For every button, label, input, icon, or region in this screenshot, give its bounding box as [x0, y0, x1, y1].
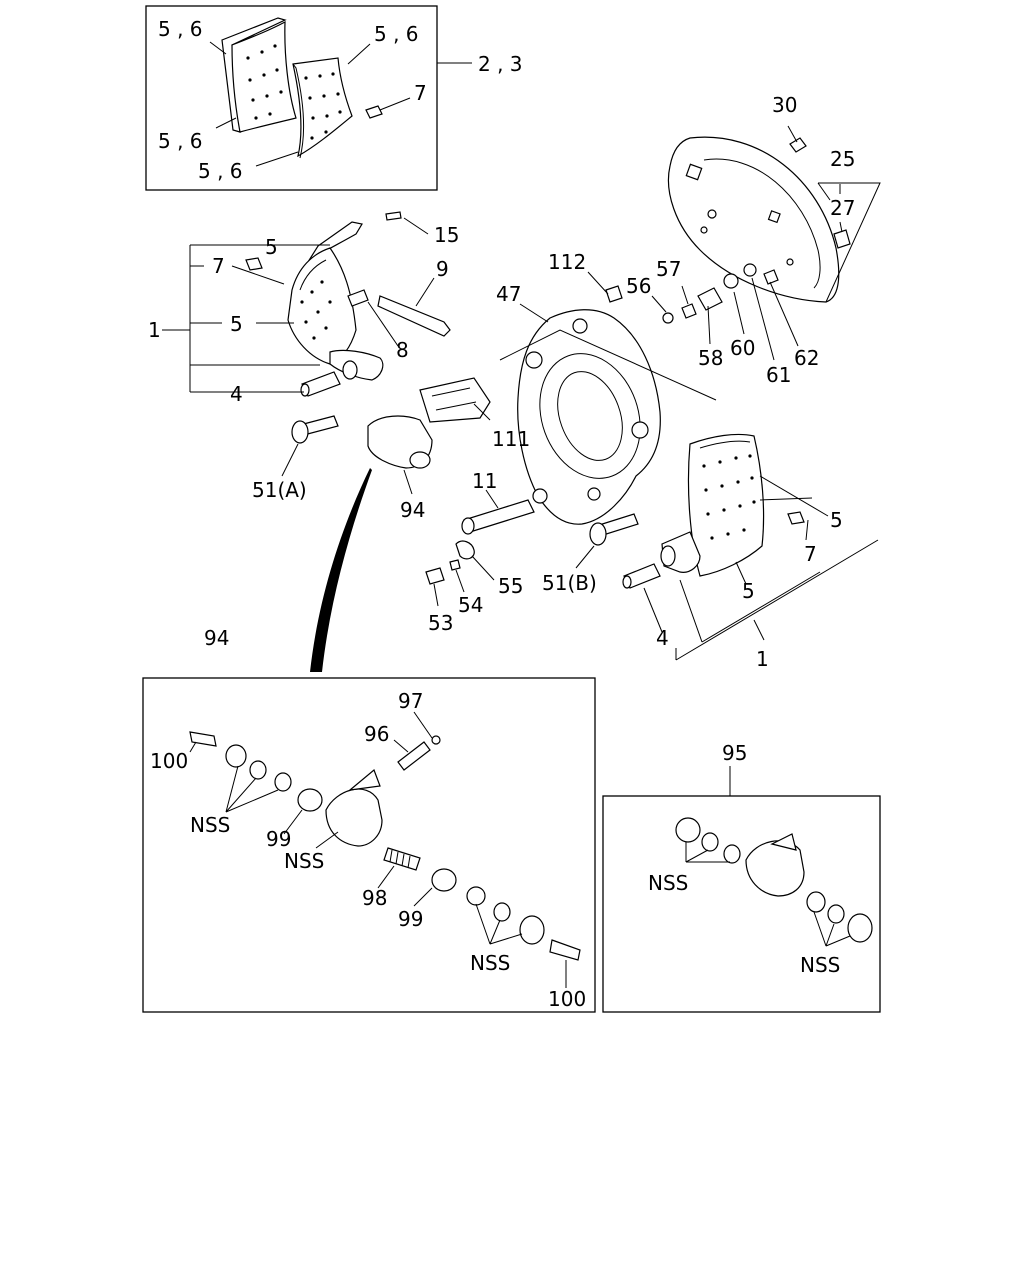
callout-61: 61 — [766, 363, 791, 387]
callout-94-inset: 94 — [204, 626, 229, 650]
callout-7-shoe: 7 — [212, 254, 225, 278]
callout-54: 54 — [458, 593, 483, 617]
lining-right — [292, 57, 353, 158]
pin-9 — [377, 295, 451, 337]
callout-5-shoe-mid: 5 — [230, 312, 243, 336]
callout-15: 15 — [434, 223, 459, 247]
inset-95-frame — [602, 795, 881, 1013]
callout-27: 27 — [830, 196, 855, 220]
callout-53: 53 — [428, 611, 453, 635]
callout-5-right-top: 5 — [830, 508, 843, 532]
rivet-7-right — [787, 511, 805, 525]
callout-7-inset: 7 — [414, 81, 427, 105]
callout-nss-5: NSS — [800, 953, 840, 977]
callout-25: 25 — [830, 147, 855, 171]
inset-94: 94 97 96 100 NSS 99 NSS 98 99 NSS 100 — [142, 626, 596, 1013]
callout-nss-1: NSS — [190, 813, 230, 837]
washer-61 — [743, 263, 757, 277]
plug-27 — [833, 229, 851, 249]
inset-94-frame — [142, 677, 596, 1013]
callout-100-bottom: 100 — [548, 987, 586, 1011]
dust-cover — [667, 136, 851, 303]
pin-8 — [347, 289, 369, 307]
brake-shoe-right — [622, 433, 805, 589]
callout-100-top: 100 — [150, 749, 188, 773]
callout-5-6-bottom: 5 , 6 — [198, 159, 243, 183]
callout-62: 62 — [794, 346, 819, 370]
callout-57: 57 — [656, 257, 681, 281]
callout-99-top: 99 — [266, 827, 291, 851]
callout-51a: 51(A) — [252, 478, 307, 502]
callout-51b: 51(B) — [542, 571, 597, 595]
callout-nss-2: NSS — [284, 849, 324, 873]
callout-5-6-top-right: 5 , 6 — [374, 22, 419, 46]
callout-94: 94 — [400, 498, 425, 522]
callout-pointer-94 — [310, 468, 372, 672]
washer-54 — [449, 559, 461, 571]
brake-shoe-left — [245, 211, 451, 397]
callout-1-left: 1 — [148, 318, 161, 342]
bolt-112 — [605, 285, 623, 303]
callout-95: 95 — [722, 741, 747, 765]
rivet-7-left — [245, 257, 263, 271]
callout-1-right: 1 — [756, 647, 769, 671]
callout-55: 55 — [498, 574, 523, 598]
inset-95: 95 NSS NSS — [602, 741, 881, 1013]
callout-96: 96 — [364, 722, 389, 746]
callout-60: 60 — [730, 336, 755, 360]
callout-5-shoe-top: 5 — [265, 235, 278, 259]
callout-98: 98 — [362, 886, 387, 910]
callout-5-6-top-left: 5 , 6 — [158, 17, 203, 41]
backing-plate-47 — [517, 309, 661, 525]
lining-inset: 5 , 6 5 , 6 5 , 6 5 , 6 7 2 , 3 — [145, 5, 523, 191]
callout-97: 97 — [398, 689, 423, 713]
callout-5-right-mid: 5 — [742, 579, 755, 603]
washer-56 — [662, 312, 674, 324]
lining-inset-frame — [145, 5, 438, 191]
bolt-30 — [789, 137, 807, 153]
callout-111: 111 — [492, 427, 530, 451]
shim-111 — [419, 377, 491, 423]
spring-57 — [681, 303, 697, 319]
callout-8: 8 — [396, 338, 409, 362]
callout-56: 56 — [626, 274, 651, 298]
rivet-7 — [365, 105, 383, 119]
bolt-53 — [425, 567, 445, 585]
callout-4-right: 4 — [656, 626, 669, 650]
callout-4-left: 4 — [230, 382, 243, 406]
callout-9: 9 — [436, 257, 449, 281]
lining-left-face — [231, 20, 297, 133]
pin-15 — [385, 211, 402, 221]
callout-7-right: 7 — [804, 542, 817, 566]
callout-11: 11 — [472, 469, 497, 493]
clip-55 — [455, 540, 475, 560]
seal-60 — [723, 273, 739, 289]
callout-30: 30 — [772, 93, 797, 117]
callout-5-6-mid-left: 5 , 6 — [158, 129, 203, 153]
callout-nss-4: NSS — [648, 871, 688, 895]
callout-58: 58 — [698, 346, 723, 370]
callout-99-bottom: 99 — [398, 907, 423, 931]
pin-62 — [763, 269, 779, 285]
callout-2-3: 2 , 3 — [478, 52, 523, 76]
callout-112: 112 — [548, 250, 586, 274]
callout-47: 47 — [496, 282, 521, 306]
callout-nss-3: NSS — [470, 951, 510, 975]
sleeve-58 — [697, 287, 723, 311]
